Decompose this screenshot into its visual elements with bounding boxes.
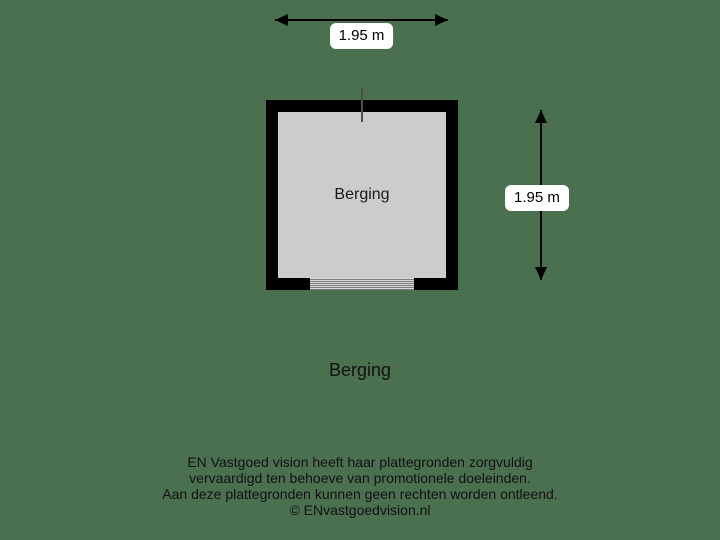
disclaimer-line-1: EN Vastgoed vision heeft haar plattegron… bbox=[187, 454, 533, 470]
room-floor-area: Berging bbox=[278, 112, 446, 278]
door-center-marker bbox=[361, 88, 363, 122]
disclaimer-line-3: Aan deze plattegronden kunnen geen recht… bbox=[162, 486, 558, 502]
door-louvred bbox=[310, 278, 414, 290]
disclaimer-block: EN Vastgoed vision heeft haar plattegron… bbox=[0, 454, 720, 518]
door-slat bbox=[310, 289, 414, 290]
arrowhead-left-icon bbox=[275, 14, 288, 26]
door-slat bbox=[310, 287, 414, 288]
arrowhead-up-icon bbox=[535, 110, 547, 123]
dimension-rule-horizontal bbox=[275, 19, 448, 21]
door-slat bbox=[310, 285, 414, 286]
dimension-label-height: 1.95 m bbox=[505, 185, 569, 211]
plan-title: Berging bbox=[328, 360, 392, 380]
door-slat bbox=[310, 281, 414, 282]
room-berging: Berging bbox=[266, 88, 458, 290]
room-name-label: Berging bbox=[334, 186, 390, 203]
door-slat bbox=[310, 279, 414, 280]
arrowhead-down-icon bbox=[535, 267, 547, 280]
dimension-line-width: 1.95 m bbox=[275, 12, 448, 49]
arrowhead-right-icon bbox=[435, 14, 448, 26]
dimension-label-width: 1.95 m bbox=[329, 23, 394, 49]
disclaimer-copyright: © ENvastgoedvision.nl bbox=[289, 502, 431, 518]
disclaimer-line-2: vervaardigd ten behoeve van promotionele… bbox=[189, 470, 531, 486]
door-slat bbox=[310, 283, 414, 284]
